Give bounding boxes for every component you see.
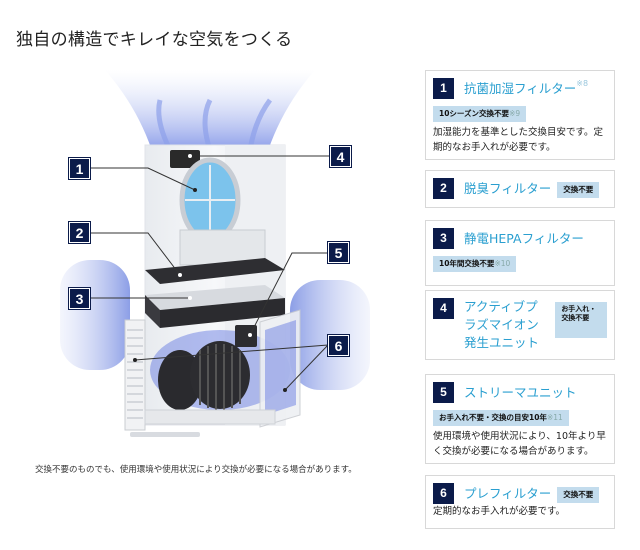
component-description: 加湿能力を基準とした交換目安です。定期的なお手入れが必要です。	[433, 127, 604, 153]
callout-6: 6	[327, 334, 350, 357]
replacement-tag: お手入れ・交換不要	[555, 302, 607, 338]
tag-footnote-marker: ※10	[494, 259, 511, 268]
number-badge: 5	[433, 382, 454, 403]
component-name: ストリーマユニット	[464, 385, 577, 400]
component-card-hepa-filter: 3 静電HEPAフィルター 10年間交換不要※10	[425, 220, 615, 286]
page-title: 独自の構造でキレイな空気をつくる	[16, 30, 293, 50]
tag-text: 10年間交換不要	[439, 259, 495, 268]
tag-footnote-marker: ※9	[509, 109, 521, 118]
component-name-text: 抗菌加湿フィルター	[464, 81, 577, 96]
number-badge: 2	[433, 178, 454, 199]
component-name: アクティブプラズマイオン発生ユニット	[464, 299, 540, 350]
callout-2: 2	[68, 221, 91, 244]
replacement-tag: 10年間交換不要※10	[433, 256, 517, 272]
tag-text: 10シーズン交換不要	[439, 109, 510, 118]
replacement-tag: 交換不要	[557, 182, 600, 198]
tag-footnote-marker: ※11	[546, 413, 563, 422]
callout-5: 5	[327, 241, 350, 264]
callout-3: 3	[68, 287, 91, 310]
component-description: 使用環境や使用状況により、10年より早く交換が必要になる場合があります。	[433, 431, 606, 457]
name-footnote-marker: ※8	[576, 79, 589, 88]
air-purifier-illustration	[60, 70, 370, 437]
callout-4: 4	[329, 145, 352, 168]
component-card-pre-filter: 6 プレフィルター 交換不要 定期的なお手入れが必要です。	[425, 475, 615, 529]
replacement-tag: お手入れ不要・交換の目安10年※11	[433, 410, 569, 426]
number-badge: 1	[433, 78, 454, 99]
replacement-footnote: 交換不要のものでも、使用環境や使用状況により交換が必要になる場合があります。	[35, 465, 357, 475]
replacement-tag: 10シーズン交換不要※9	[433, 106, 527, 122]
component-name: プレフィルター	[464, 486, 552, 501]
component-name: 静電HEPAフィルター	[464, 231, 584, 246]
component-card-plasma-ion-unit: 4 アクティブプラズマイオン発生ユニット お手入れ・交換不要	[425, 290, 615, 360]
tag-text: お手入れ不要・交換の目安10年	[439, 413, 547, 422]
component-card-humidifying-filter: 1 抗菌加湿フィルター※8 10シーズン交換不要※9 加湿能力を基準とした交換目…	[425, 70, 615, 160]
component-name: 脱臭フィルター	[464, 181, 552, 196]
component-card-streamer-unit: 5 ストリーマユニット お手入れ不要・交換の目安10年※11 使用環境や使用状況…	[425, 374, 615, 464]
number-badge: 6	[433, 483, 454, 504]
replacement-tag: 交換不要	[557, 487, 600, 503]
component-card-deodorizing-filter: 2 脱臭フィルター 交換不要	[425, 170, 615, 208]
number-badge: 3	[433, 228, 454, 249]
air-purifier-diagram: 1 2 3 4 5 6	[60, 70, 370, 450]
component-description: 定期的なお手入れが必要です。	[433, 506, 566, 517]
callout-1: 1	[68, 157, 91, 180]
component-name: 抗菌加湿フィルター※8	[464, 78, 588, 99]
number-badge: 4	[433, 298, 454, 319]
